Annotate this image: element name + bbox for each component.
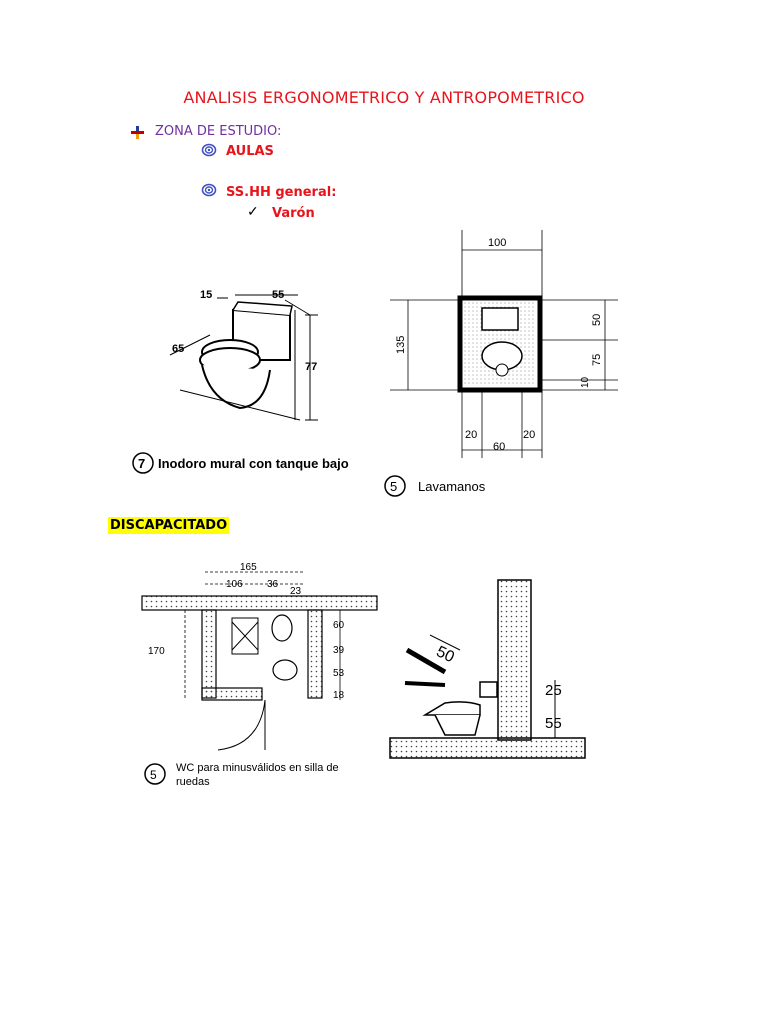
- zona-de-estudio-label: ZONA DE ESTUDIO:: [155, 124, 282, 139]
- dim-65: 65: [172, 343, 184, 355]
- dim-36: 36: [267, 579, 279, 590]
- fig-number-5: 5: [390, 479, 397, 494]
- sshh-general-label: SS.HH general:: [226, 185, 337, 200]
- dim-50-side: 50: [434, 643, 457, 666]
- dim-23: 23: [290, 586, 302, 597]
- dim-50: 50: [591, 314, 603, 326]
- dim-60-wc: 60: [333, 620, 345, 631]
- swirl-bullet-icon: [201, 183, 217, 202]
- dim-77: 77: [305, 361, 317, 373]
- dim-20-right: 20: [523, 429, 535, 441]
- wc-caption-line1: WC para minusválidos en silla de: [176, 762, 339, 774]
- wc-caption-line2: ruedas: [176, 776, 210, 788]
- page-title: ANALISIS ERGONOMETRICO Y ANTROPOMETRICO: [183, 88, 585, 107]
- dim-55: 55: [272, 289, 284, 301]
- dim-39: 39: [333, 645, 345, 656]
- dim-53: 53: [333, 668, 345, 679]
- wc-minusvalidos-figure: 165 106 36 23 170 60 39 53 18 5 WC para …: [141, 562, 378, 788]
- wc-elevation-figure: 50 25 55: [389, 579, 586, 759]
- dim-60: 60: [493, 441, 505, 453]
- swirl-bullet-icon: [201, 143, 217, 162]
- dim-135: 135: [395, 336, 407, 354]
- checkmark-icon: ✓: [247, 203, 259, 219]
- fig-number-5-wc: 5: [150, 768, 157, 782]
- dim-165: 165: [240, 562, 257, 573]
- dim-100: 100: [488, 237, 506, 249]
- discapacitado-heading: DISCAPACITADO: [108, 516, 230, 534]
- dim-10: 10: [580, 376, 591, 388]
- dim-20-left: 20: [465, 429, 477, 441]
- varon-label: Varón: [272, 206, 315, 221]
- dim-25-side: 25: [545, 682, 562, 699]
- dim-15: 15: [200, 289, 212, 301]
- dim-18: 18: [333, 690, 345, 701]
- discapacitado-text: DISCAPACITADO: [108, 517, 230, 534]
- aulas-label: AULAS: [226, 144, 274, 159]
- fig-number-7: 7: [138, 456, 145, 471]
- dim-170: 170: [148, 646, 165, 657]
- inodoro-figure: 15 55 65 77 7 Inodoro mural con tanque b…: [132, 289, 349, 474]
- inodoro-caption: Inodoro mural con tanque bajo: [158, 456, 349, 471]
- cross-bullet-icon: [131, 126, 145, 145]
- lavamanos-figure: 100 135 50 75 10 20 60 20 5 Lavamanos: [384, 230, 618, 497]
- dim-106: 106: [226, 579, 243, 590]
- dim-55-side: 55: [545, 715, 562, 732]
- lavamanos-caption: Lavamanos: [418, 479, 486, 494]
- dim-75: 75: [591, 354, 603, 366]
